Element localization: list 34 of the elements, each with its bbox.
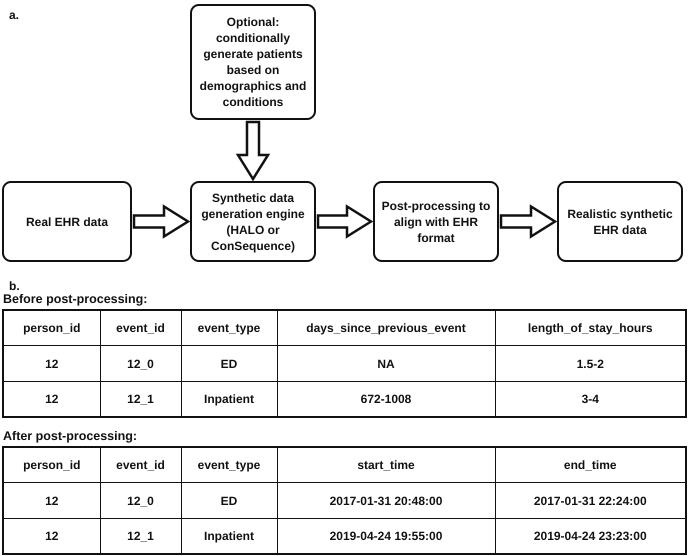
- table-cell: NA: [277, 346, 495, 382]
- process-box: [373, 181, 499, 262]
- step-label: Realistic synthetic EHR data: [566, 206, 674, 238]
- table-cell: 2017-01-31 20:48:00: [277, 482, 495, 518]
- process-box: [2, 181, 132, 262]
- block-arrow: [500, 204, 558, 239]
- panel-label: a.: [9, 8, 20, 22]
- column-header: event_type: [181, 447, 277, 483]
- block-arrow: [132, 204, 190, 239]
- table-cell: 12: [3, 482, 100, 518]
- column-header: person_id: [3, 310, 100, 346]
- column-header: start_time: [277, 447, 495, 483]
- column-header: days_since_previous_event: [277, 310, 495, 346]
- column-header: event_id: [100, 310, 181, 346]
- step-label: Post-processing to align with EHR format: [380, 198, 492, 246]
- process-box: [557, 181, 683, 262]
- step-label: Optional: conditionally generate patients based on demographics and conditions: [198, 14, 308, 110]
- table-cell: 12_0: [100, 482, 181, 518]
- table-caption: Before post-processing:: [3, 292, 148, 306]
- table-cell: ED: [181, 482, 277, 518]
- table-cell: ED: [181, 346, 277, 382]
- process-box: [190, 181, 316, 262]
- table-caption: After post-processing:: [3, 429, 138, 443]
- block-arrow: [236, 120, 270, 182]
- table-cell: 12_0: [100, 346, 181, 382]
- table-cell: 12: [3, 346, 100, 382]
- process-box: [190, 4, 316, 120]
- panel-label: b.: [9, 279, 20, 293]
- column-header: event_type: [181, 310, 277, 346]
- step-label: Real EHR data: [26, 214, 108, 230]
- column-header: event_id: [100, 447, 181, 483]
- block-arrow: [316, 204, 374, 239]
- column-header: person_id: [3, 447, 100, 483]
- step-label: Synthetic data generation engine (HALO or ConSequence): [200, 190, 306, 254]
